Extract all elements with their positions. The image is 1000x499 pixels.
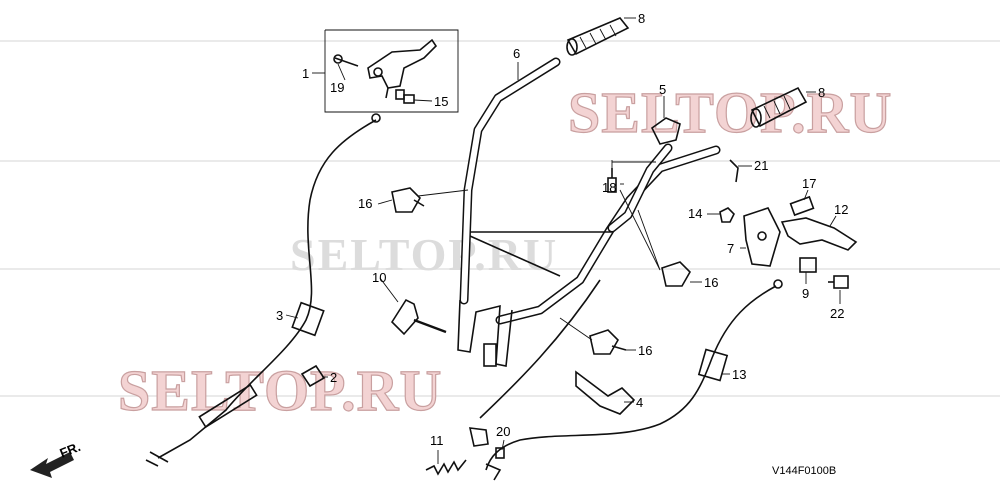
- part-group-box: [324, 29, 459, 113]
- callout-2: 2: [330, 370, 337, 385]
- grip-right: [750, 86, 808, 128]
- clamp-16-left: [391, 187, 425, 213]
- grip-upper: [566, 17, 630, 56]
- callout-21: 21: [754, 158, 768, 173]
- background-texture: [0, 40, 1000, 397]
- watermark-top: SELTOP.RU: [568, 80, 892, 145]
- callout-8-upper: 8: [638, 11, 645, 26]
- diagram-code: V144F0100B: [772, 465, 836, 477]
- callout-5: 5: [659, 82, 666, 97]
- clip-5: [650, 117, 681, 145]
- callout-19: 19: [330, 80, 344, 95]
- knob-bolt-10: [390, 298, 447, 336]
- callout-9: 9: [802, 286, 809, 301]
- callout-6: 6: [513, 46, 520, 61]
- nut-15: [395, 89, 415, 104]
- callout-8-right: 8: [818, 85, 825, 100]
- pin-17: [789, 195, 815, 217]
- clutch-lever-bracket-7: [743, 207, 781, 267]
- callout-14: 14: [688, 206, 702, 221]
- band-clip-4: [575, 370, 636, 415]
- throttle-lever: [367, 38, 438, 99]
- callout-12: 12: [834, 202, 848, 217]
- callout-1: 1: [302, 66, 309, 81]
- nut-14: [719, 207, 735, 223]
- callout-10: 10: [372, 270, 386, 285]
- callout-3: 3: [276, 308, 283, 323]
- handlebar-frame: [457, 57, 721, 367]
- callout-17: 17: [802, 176, 816, 191]
- clutch-lever-12: [780, 217, 858, 251]
- callout-20: 20: [496, 424, 510, 439]
- callout-22: 22: [830, 306, 844, 321]
- watermark-bottom: SELTOP.RU: [118, 358, 442, 423]
- callout-15: 15: [434, 94, 448, 109]
- front-direction-label: FR.: [58, 439, 83, 461]
- spring-11: [425, 459, 467, 476]
- front-direction-indicator: FR.: [30, 439, 83, 478]
- clamp-16-bottom: [589, 329, 627, 355]
- callout-16-bottom: 16: [638, 343, 652, 358]
- callout-16-left: 16: [358, 196, 372, 211]
- clutch-cable: [468, 279, 783, 481]
- watermark-middle: SELTOP.RU: [290, 229, 558, 280]
- callout-7: 7: [727, 241, 734, 256]
- lower-cable-link: [479, 279, 601, 419]
- front-arrow-icon: [30, 452, 74, 478]
- callout-13: 13: [732, 367, 746, 382]
- throttle-cable: [145, 113, 381, 467]
- callout-18: 18: [602, 180, 616, 195]
- clip-21: [729, 159, 739, 183]
- cable-clip-2: [300, 364, 326, 388]
- leader-lines: [285, 17, 841, 464]
- bolt-22: [828, 275, 849, 289]
- collar-9: [799, 257, 817, 273]
- clamp-16-right: [661, 261, 691, 287]
- callout-labels: 1 2 3 4 5 6 7 8 8 9 10 11 12 13 14 15 16…: [276, 11, 848, 448]
- callout-16-right: 16: [704, 275, 718, 290]
- screw-19: [333, 54, 359, 67]
- callout-11: 11: [430, 433, 444, 448]
- callout-4: 4: [636, 395, 643, 410]
